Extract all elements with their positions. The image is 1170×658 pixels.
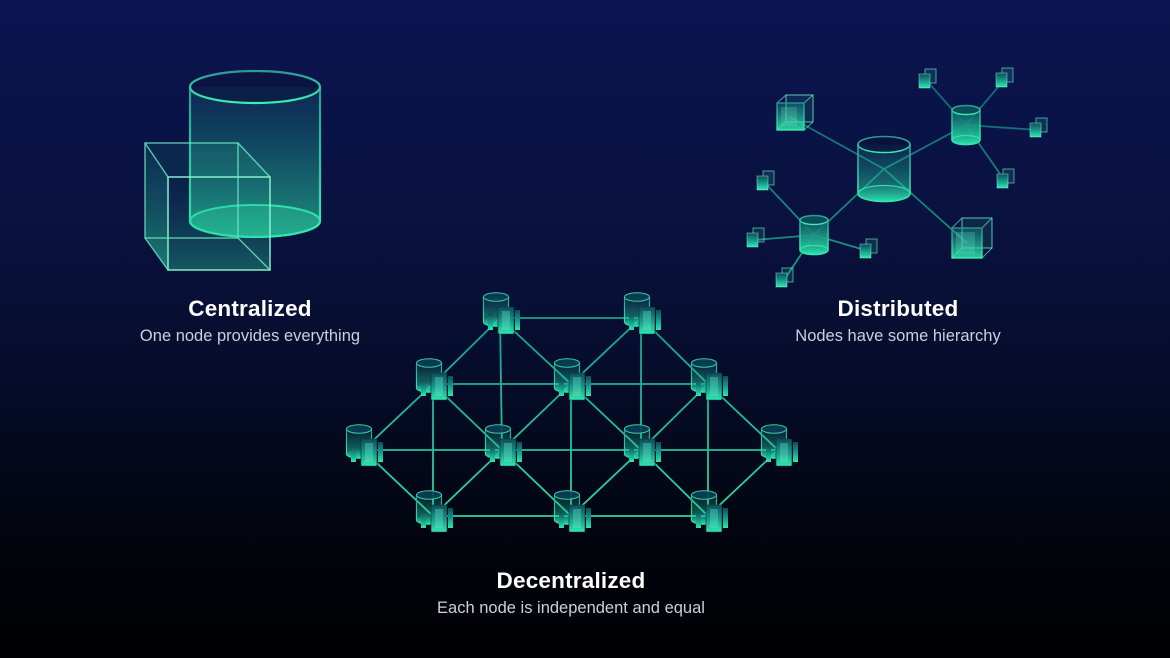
network-node-small-cube [775, 267, 794, 288]
distributed-network-nodes [746, 67, 1048, 288]
network-node-cluster [760, 424, 799, 467]
network-node-cylinder [951, 104, 981, 146]
distributed-caption: Distributed Nodes have some hierarchy [795, 296, 1000, 346]
network-node-cluster [415, 490, 454, 533]
network-node-cube [951, 217, 993, 259]
network-node-cluster [690, 490, 729, 533]
decentralized-network-links [362, 317, 779, 517]
decentralized-title: Decentralized [496, 568, 646, 593]
network-node-cluster [690, 358, 729, 401]
network-node-cylinder [857, 135, 911, 203]
network-node-cluster [553, 358, 592, 401]
network-node-cluster [553, 490, 592, 533]
network-node-small-cube [756, 170, 775, 191]
network-node-small-cube [996, 168, 1015, 189]
network-node-cluster [415, 358, 454, 401]
network-node-cluster [482, 292, 521, 335]
network-node-cluster [623, 424, 662, 467]
distributed-title: Distributed [837, 296, 959, 321]
distributed-subtitle: Nodes have some hierarchy [795, 327, 1001, 345]
decentralized-caption: Decentralized Each node is independent a… [437, 568, 705, 618]
network-node-cluster [623, 292, 662, 335]
network-node-cylinder [799, 214, 829, 256]
centralized-caption: Centralized One node provides everything [140, 296, 360, 346]
distributed-network [746, 67, 1048, 288]
network-node-cube [776, 94, 814, 131]
network-node-small-cube [918, 68, 937, 89]
network-node-small-cube [746, 227, 765, 248]
cube-icon [144, 142, 271, 271]
decentralized-subtitle: Each node is independent and equal [437, 599, 705, 617]
network-node-cluster [345, 424, 384, 467]
network-node-cluster [484, 424, 523, 467]
decentralized-network [345, 292, 799, 533]
centralized-title: Centralized [188, 296, 312, 321]
network-node-small-cube [1029, 117, 1048, 138]
centralized-subtitle: One node provides everything [139, 327, 361, 345]
network-node-small-cube [995, 67, 1014, 88]
network-node-small-cube [859, 238, 878, 259]
centralized-icon [144, 69, 322, 271]
